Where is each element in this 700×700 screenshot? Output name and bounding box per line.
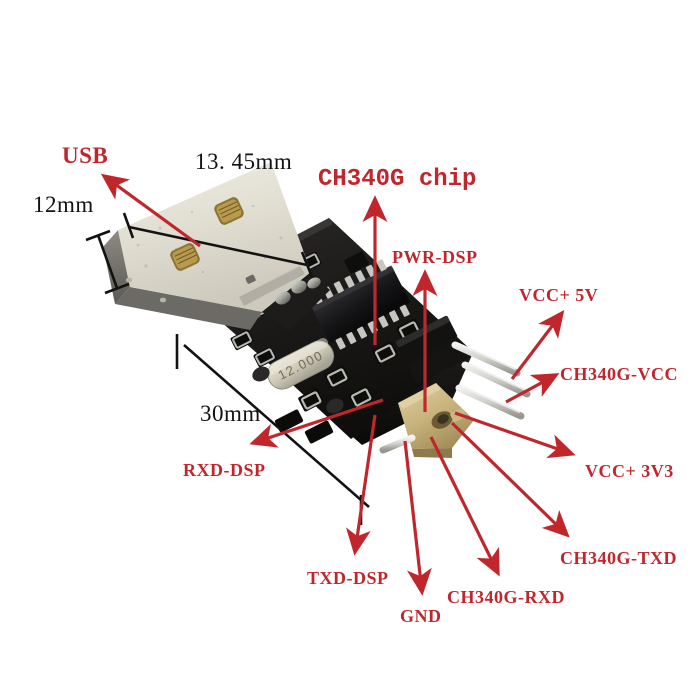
usb-slot bbox=[245, 274, 256, 284]
mounting-hole-inner bbox=[222, 298, 228, 304]
arrow-ch340g-txd bbox=[450, 421, 570, 538]
arrow-vcc-5v bbox=[510, 309, 565, 380]
arrow-usb bbox=[100, 173, 201, 248]
callout-arrows bbox=[100, 173, 576, 596]
dim-1345-tick-right bbox=[300, 251, 314, 278]
usb-front-face bbox=[103, 230, 130, 304]
dim-12mm-tick-bottom bbox=[104, 282, 130, 295]
label-vcc-3v3: VCC+ 3V3 bbox=[585, 461, 674, 481]
ch340g-ic bbox=[311, 259, 410, 350]
usb-top-face bbox=[118, 162, 311, 312]
label-txd-dsp: TXD-DSP bbox=[307, 568, 389, 588]
label-12mm: 12mm bbox=[33, 192, 94, 217]
arrow-vcc-3v3 bbox=[454, 411, 576, 459]
usb-dimple-2 bbox=[159, 297, 167, 303]
arrow-ch340g-rxd bbox=[429, 436, 500, 577]
usb-shell-texture bbox=[136, 204, 283, 283]
label-vcc-5v: VCC+ 5V bbox=[519, 285, 599, 305]
crystal-oscillator: 12.000 bbox=[264, 338, 335, 390]
label-rxd-dsp: RXD-DSP bbox=[183, 460, 266, 480]
usb-contact-windows bbox=[170, 197, 244, 271]
dim-12mm-tick-top bbox=[85, 229, 111, 242]
crystal-leg-left bbox=[252, 366, 270, 382]
header-pins bbox=[426, 341, 531, 429]
header-pin-4 bbox=[426, 411, 456, 429]
label-pwr-dsp: PWR-DSP bbox=[392, 247, 478, 267]
label-ch340g-txd: CH340G-TXD bbox=[560, 548, 677, 568]
dim-1345-tick-left bbox=[122, 212, 135, 239]
pin-header-body bbox=[395, 315, 469, 384]
resistor-1 bbox=[267, 286, 284, 300]
usb-a-connector bbox=[103, 162, 330, 330]
usb-solder-tabs bbox=[275, 277, 321, 305]
dim-12mm-line bbox=[96, 234, 119, 289]
header-pin-stub bbox=[379, 434, 416, 454]
mounting-hole bbox=[219, 296, 231, 306]
crystal-leg-right bbox=[326, 398, 344, 414]
header-pin-2 bbox=[461, 361, 531, 398]
header-pin-1 bbox=[451, 341, 521, 377]
usb-side-face bbox=[115, 287, 262, 330]
pcb-edge-highlight bbox=[193, 218, 333, 295]
arrow-ch340g-vcc bbox=[505, 373, 560, 404]
crystal-marking: 12.000 bbox=[276, 347, 326, 383]
usb-board-transition bbox=[262, 272, 330, 330]
header-plastic-block bbox=[398, 383, 474, 458]
arrow-txd-dsp bbox=[345, 414, 377, 556]
label-ch340g-chip: CH340G chip bbox=[318, 166, 477, 193]
dim-30mm-line bbox=[183, 344, 370, 508]
label-usb: USB bbox=[62, 143, 109, 168]
label-gnd: GND bbox=[400, 606, 442, 626]
label-ch340g-rxd: CH340G-RXD bbox=[447, 587, 565, 607]
label-ch340g-vcc: CH340G-VCC bbox=[560, 364, 678, 384]
arrow-gnd bbox=[403, 440, 432, 596]
resistor-2 bbox=[289, 304, 306, 318]
dim-1345-line bbox=[128, 225, 308, 267]
label-30mm: 30mm bbox=[200, 401, 261, 426]
resistor-3 bbox=[246, 310, 261, 322]
arrow-rxd-dsp bbox=[249, 398, 384, 448]
label-13-45mm: 13. 45mm bbox=[195, 149, 293, 174]
usb-inner-spacer bbox=[239, 266, 305, 306]
header-pin-3 bbox=[455, 384, 525, 420]
usb-dimple-1 bbox=[125, 277, 133, 283]
